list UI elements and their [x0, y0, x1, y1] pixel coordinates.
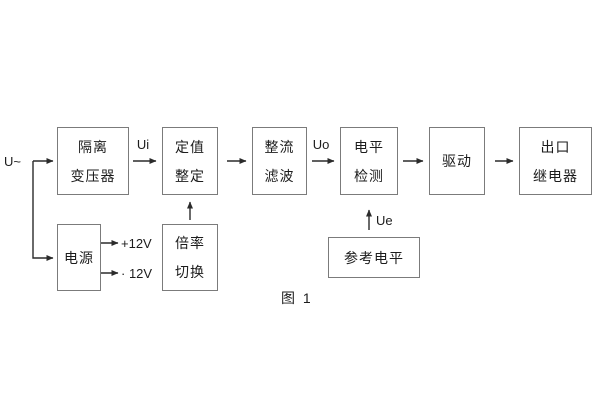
figure-caption: 图 1 [281, 290, 313, 306]
block-reference-level: 参考电平 [328, 237, 420, 278]
block-rectifier-filter: 整流 滤波 [252, 127, 307, 195]
block-reference-level-label: 参考电平 [344, 249, 404, 266]
minus-12v-label: · 12V [121, 266, 153, 281]
block-output-relay-line1: 出口 [540, 138, 571, 155]
plus-12v-label: +12V [121, 236, 152, 251]
block-ratio-switch-line2: 切换 [175, 264, 205, 280]
block-drive-label: 驱动 [442, 153, 472, 169]
block-output-relay: 出口 继电器 [519, 127, 592, 195]
block-isolation-transformer-line1: 隔离 [78, 138, 108, 155]
block-power-supply-label: 电源 [64, 249, 94, 266]
block-rectifier-filter-line1: 整流 [264, 138, 295, 155]
block-level-detection-line2: 检测 [354, 167, 384, 184]
block-setpoint-setting-line2: 整定 [175, 167, 205, 184]
block-drive: 驱动 [429, 127, 485, 195]
ue-signal-label: Ue [376, 213, 393, 228]
block-setpoint-setting-line1: 定值 [175, 138, 205, 155]
block-setpoint-setting: 定值 整定 [162, 127, 218, 195]
block-output-relay-line2: 继电器 [533, 167, 578, 184]
block-power-supply: 电源 [57, 224, 101, 291]
block-ratio-switch: 倍率 切换 [162, 224, 218, 291]
block-level-detection: 电平 检测 [340, 127, 398, 195]
block-isolation-transformer-line2: 变压器 [70, 167, 116, 184]
ui-signal-label: Ui [136, 137, 150, 152]
block-isolation-transformer: 隔离 变压器 [57, 127, 129, 195]
block-rectifier-filter-line2: 滤波 [264, 167, 295, 184]
block-level-detection-line1: 电平 [354, 138, 384, 155]
wire-input-to-power-supply [32, 161, 54, 261]
input-voltage-label: U~ [4, 154, 21, 169]
uo-signal-label: Uo [312, 137, 330, 152]
block-ratio-switch-line1: 倍率 [175, 235, 205, 251]
